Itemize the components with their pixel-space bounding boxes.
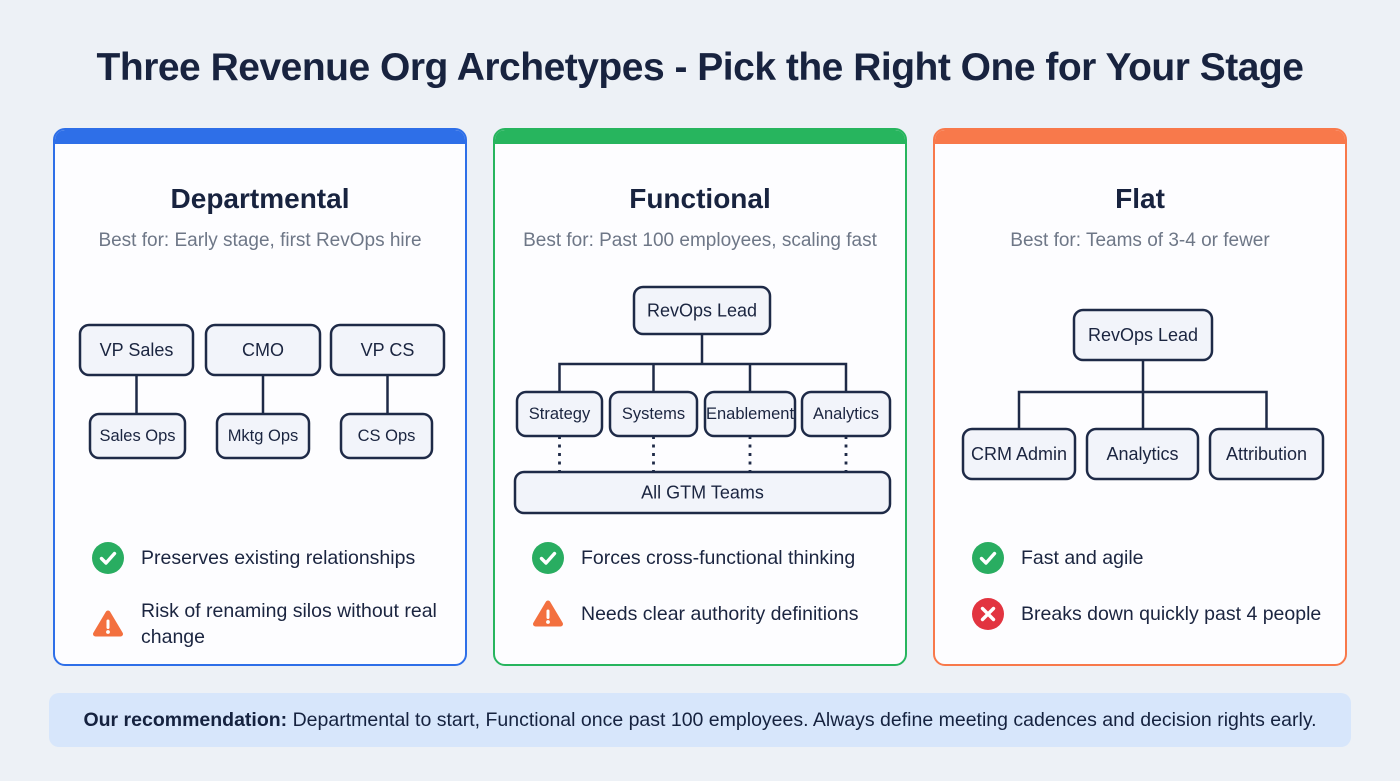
page-title: Three Revenue Org Archetypes - Pick the … <box>96 46 1304 89</box>
org-box <box>329 323 446 377</box>
card-points: Fast and agile Breaks down quickly past … <box>972 542 1327 630</box>
card-accent-bar <box>55 130 465 144</box>
org-box <box>339 412 434 460</box>
org-chart-flat: RevOps Lead CRM Admin Analytics Attribut… <box>961 308 1325 481</box>
card-functional: Functional Best for: Past 100 employees,… <box>493 128 907 666</box>
org-box-label: Sales Ops <box>99 427 175 445</box>
org-box <box>961 427 1077 481</box>
point-text: Fast and agile <box>1021 547 1144 569</box>
card-flat: Flat Best for: Teams of 3-4 or fewer Rev… <box>933 128 1347 666</box>
recommendation-banner: Our recommendation: Departmental to star… <box>49 693 1351 747</box>
org-box-label: Analytics <box>813 405 879 423</box>
org-box <box>800 390 892 438</box>
card-best-for: Best for: Teams of 3-4 or fewer <box>1010 230 1270 251</box>
card-departmental: Departmental Best for: Early stage, firs… <box>53 128 467 666</box>
point-text: Forces cross-functional thinking <box>581 547 856 569</box>
org-box <box>204 323 322 377</box>
org-box-label: Analytics <box>1106 444 1178 464</box>
org-box-label: CMO <box>242 340 284 360</box>
pro-item: Fast and agile <box>972 542 1327 574</box>
pro-item: Preserves existing relationships <box>92 542 447 574</box>
warning-icon <box>533 600 563 627</box>
org-chart-functional: RevOps Lead Strategy Systems Enablement … <box>513 285 892 515</box>
org-box-label: RevOps Lead <box>1088 325 1198 345</box>
org-box-label: RevOps Lead <box>647 301 757 321</box>
org-box <box>1072 308 1214 362</box>
check-icon <box>532 542 564 574</box>
org-box <box>608 390 699 438</box>
check-icon <box>972 542 1004 574</box>
org-box-label: VP Sales <box>100 340 174 360</box>
org-chart-departmental: VP Sales CMO VP CS Sales Ops Mktg Ops CS… <box>78 323 446 460</box>
org-box-label: VP CS <box>361 340 415 360</box>
card-points: Forces cross-functional thinking Needs c… <box>532 542 887 630</box>
org-box-label: Systems <box>622 405 685 423</box>
org-box-label: Mktg Ops <box>228 427 299 445</box>
recommendation-text: Departmental to start, Functional once p… <box>287 708 1317 731</box>
card-title: Departmental <box>170 183 350 214</box>
org-box <box>1085 427 1200 481</box>
card-title: Functional <box>629 183 771 214</box>
org-box <box>515 390 604 438</box>
archetype-cards: Departmental Best for: Early stage, firs… <box>53 128 1347 666</box>
recommendation-label: Our recommendation: <box>83 708 288 731</box>
card-best-for: Best for: Early stage, first RevOps hire <box>98 230 422 251</box>
org-box-label: CRM Admin <box>971 444 1067 464</box>
card-points: Preserves existing relationships Risk of… <box>92 542 447 650</box>
con-item: Risk of renaming silos without real chan… <box>92 598 447 650</box>
point-text: Needs clear authority definitions <box>581 603 859 625</box>
org-box-label: CS Ops <box>358 427 416 445</box>
point-text: Breaks down quickly past 4 people <box>1021 603 1322 625</box>
card-best-for: Best for: Past 100 employees, scaling fa… <box>523 230 877 251</box>
org-box <box>1208 427 1325 481</box>
org-box-label: All GTM Teams <box>641 483 764 503</box>
org-box-footer <box>513 470 892 515</box>
org-box-label: Enablement <box>706 405 794 423</box>
card-accent-bar <box>495 130 905 144</box>
con-item: Breaks down quickly past 4 people <box>972 598 1327 630</box>
org-box <box>703 390 797 438</box>
con-item: Needs clear authority definitions <box>532 598 887 630</box>
cross-icon <box>972 598 1004 630</box>
card-accent-bar <box>935 130 1345 144</box>
org-box <box>88 412 187 460</box>
point-text: Risk of renaming silos without real chan… <box>141 600 437 648</box>
org-box <box>215 412 311 460</box>
org-box-label: Strategy <box>529 405 591 423</box>
card-title: Flat <box>1115 183 1165 214</box>
warning-icon <box>93 610 123 637</box>
org-box <box>78 323 195 377</box>
org-box-label: Attribution <box>1226 444 1307 464</box>
org-box <box>632 285 772 336</box>
check-icon <box>92 542 124 574</box>
pro-item: Forces cross-functional thinking <box>532 542 887 574</box>
point-text: Preserves existing relationships <box>141 547 416 569</box>
